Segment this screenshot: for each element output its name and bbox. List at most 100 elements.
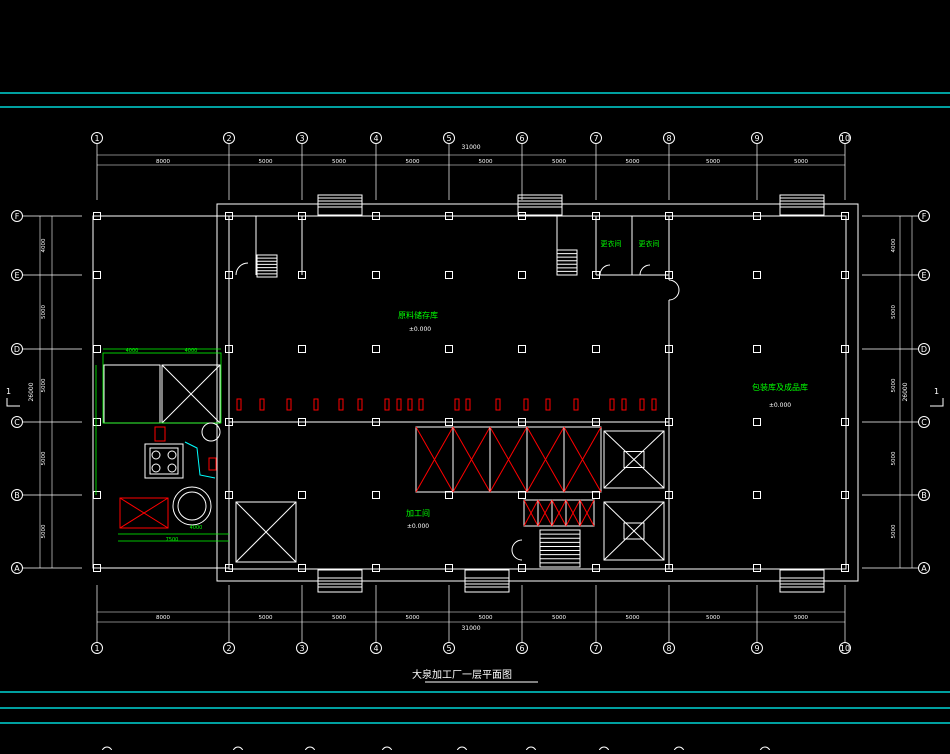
total-dim-top: 31000 <box>461 144 480 151</box>
grid-label-right-A: A <box>921 564 927 573</box>
dim-text-top: 5000 <box>794 159 808 165</box>
cyan-pipe <box>184 441 216 479</box>
column <box>298 564 306 572</box>
dim-text-bottom: 5000 <box>479 615 493 621</box>
dim-text-left: 4000 <box>41 238 47 252</box>
grid-bubble-left <box>11 343 23 355</box>
grid-bubble-top <box>370 132 382 144</box>
column <box>445 345 453 353</box>
room-level-raw-storage: ±0.000 <box>409 326 431 333</box>
red-equipment-marker <box>286 398 292 411</box>
processing-unit-diag <box>489 426 528 493</box>
column <box>93 271 101 279</box>
orange-structure-diag <box>119 497 169 529</box>
grid-label-right-B: B <box>921 491 927 500</box>
small-rack <box>579 499 595 527</box>
column <box>93 345 101 353</box>
column <box>298 345 306 353</box>
dim-text-top: 5000 <box>406 159 420 165</box>
column <box>665 418 673 426</box>
column <box>518 564 526 572</box>
grid-bubble-top <box>516 132 528 144</box>
grid-label-right-E: E <box>921 271 926 280</box>
machine-inner <box>149 447 179 475</box>
column <box>225 418 233 426</box>
machine-circle <box>151 463 161 473</box>
processing-unit-diag <box>526 426 565 493</box>
room-label-changing-1: 更衣间 <box>601 239 622 248</box>
grid-bubble-top <box>751 132 763 144</box>
grid-bubble-bottom <box>663 642 675 654</box>
small-rack-diag <box>565 499 581 527</box>
room-label-changing-2: 更衣间 <box>639 239 660 248</box>
dim-text-left: 5000 <box>41 378 47 392</box>
grid-bubble-top <box>663 132 675 144</box>
dim-text-left: 5000 <box>41 305 47 319</box>
column <box>841 564 849 572</box>
red-box <box>208 457 217 471</box>
column <box>592 564 600 572</box>
small-rack-diag <box>523 499 539 527</box>
grid-bubble-right <box>918 416 930 428</box>
grid-label-left-F: F <box>15 212 20 221</box>
red-equipment-marker <box>418 398 424 411</box>
column <box>753 491 761 499</box>
red-equipment-marker <box>454 398 460 411</box>
red-equipment-marker <box>523 398 529 411</box>
annex-outline <box>92 215 230 569</box>
column <box>592 271 600 279</box>
grid-bubble-left <box>11 416 23 428</box>
grid-bubble-top <box>91 132 103 144</box>
dim-text-bottom: 5000 <box>626 615 640 621</box>
column <box>372 212 380 220</box>
dim-text-bottom: 5000 <box>552 615 566 621</box>
red-equipment-marker <box>384 398 390 411</box>
dim-text-bottom: 8000 <box>156 615 170 621</box>
column <box>841 418 849 426</box>
total-dim-left: 26000 <box>28 382 35 401</box>
column <box>225 271 233 279</box>
dim-text-bottom: 5000 <box>794 615 808 621</box>
equip-dim-bottom-1: 4000 <box>190 525 203 531</box>
section-mark-left-symbol <box>6 398 20 407</box>
grid-bubble-bottom <box>296 642 308 654</box>
column <box>753 345 761 353</box>
equip-dim-top-1: 4000 <box>126 348 139 354</box>
grid-label-bottom-1: 1 <box>94 644 99 653</box>
storage-box <box>235 501 297 563</box>
dim-text-top: 5000 <box>626 159 640 165</box>
grid-label-top-6: 6 <box>519 134 524 143</box>
column <box>841 345 849 353</box>
grid-bubble-top <box>296 132 308 144</box>
window-top <box>317 194 363 216</box>
grid-bubble-bottom <box>839 642 851 654</box>
column <box>665 212 673 220</box>
column <box>93 212 101 220</box>
red-equipment-marker <box>259 398 265 411</box>
red-box <box>154 426 166 442</box>
red-equipment-marker <box>396 398 402 411</box>
stair <box>556 249 578 276</box>
grid-label-bottom-8: 8 <box>666 644 671 653</box>
door-arc <box>511 539 523 561</box>
column <box>753 418 761 426</box>
round-tank-large <box>172 486 212 526</box>
dim-text-left: 5000 <box>41 451 47 465</box>
grid-label-left-A: A <box>14 564 20 573</box>
dim-text-right: 5000 <box>891 378 897 392</box>
red-equipment-marker <box>545 398 551 411</box>
column <box>372 271 380 279</box>
grid-label-top-10: 10 <box>840 134 850 143</box>
dim-text-bottom: 5000 <box>406 615 420 621</box>
section-mark-left: 1 <box>6 387 11 396</box>
annex-room-b-diag <box>161 364 221 424</box>
column <box>445 271 453 279</box>
red-equipment-marker <box>621 398 627 411</box>
grid-label-bottom-4: 4 <box>373 644 378 653</box>
column <box>592 345 600 353</box>
grid-bubble-bottom <box>751 642 763 654</box>
red-equipment-marker <box>313 398 319 411</box>
